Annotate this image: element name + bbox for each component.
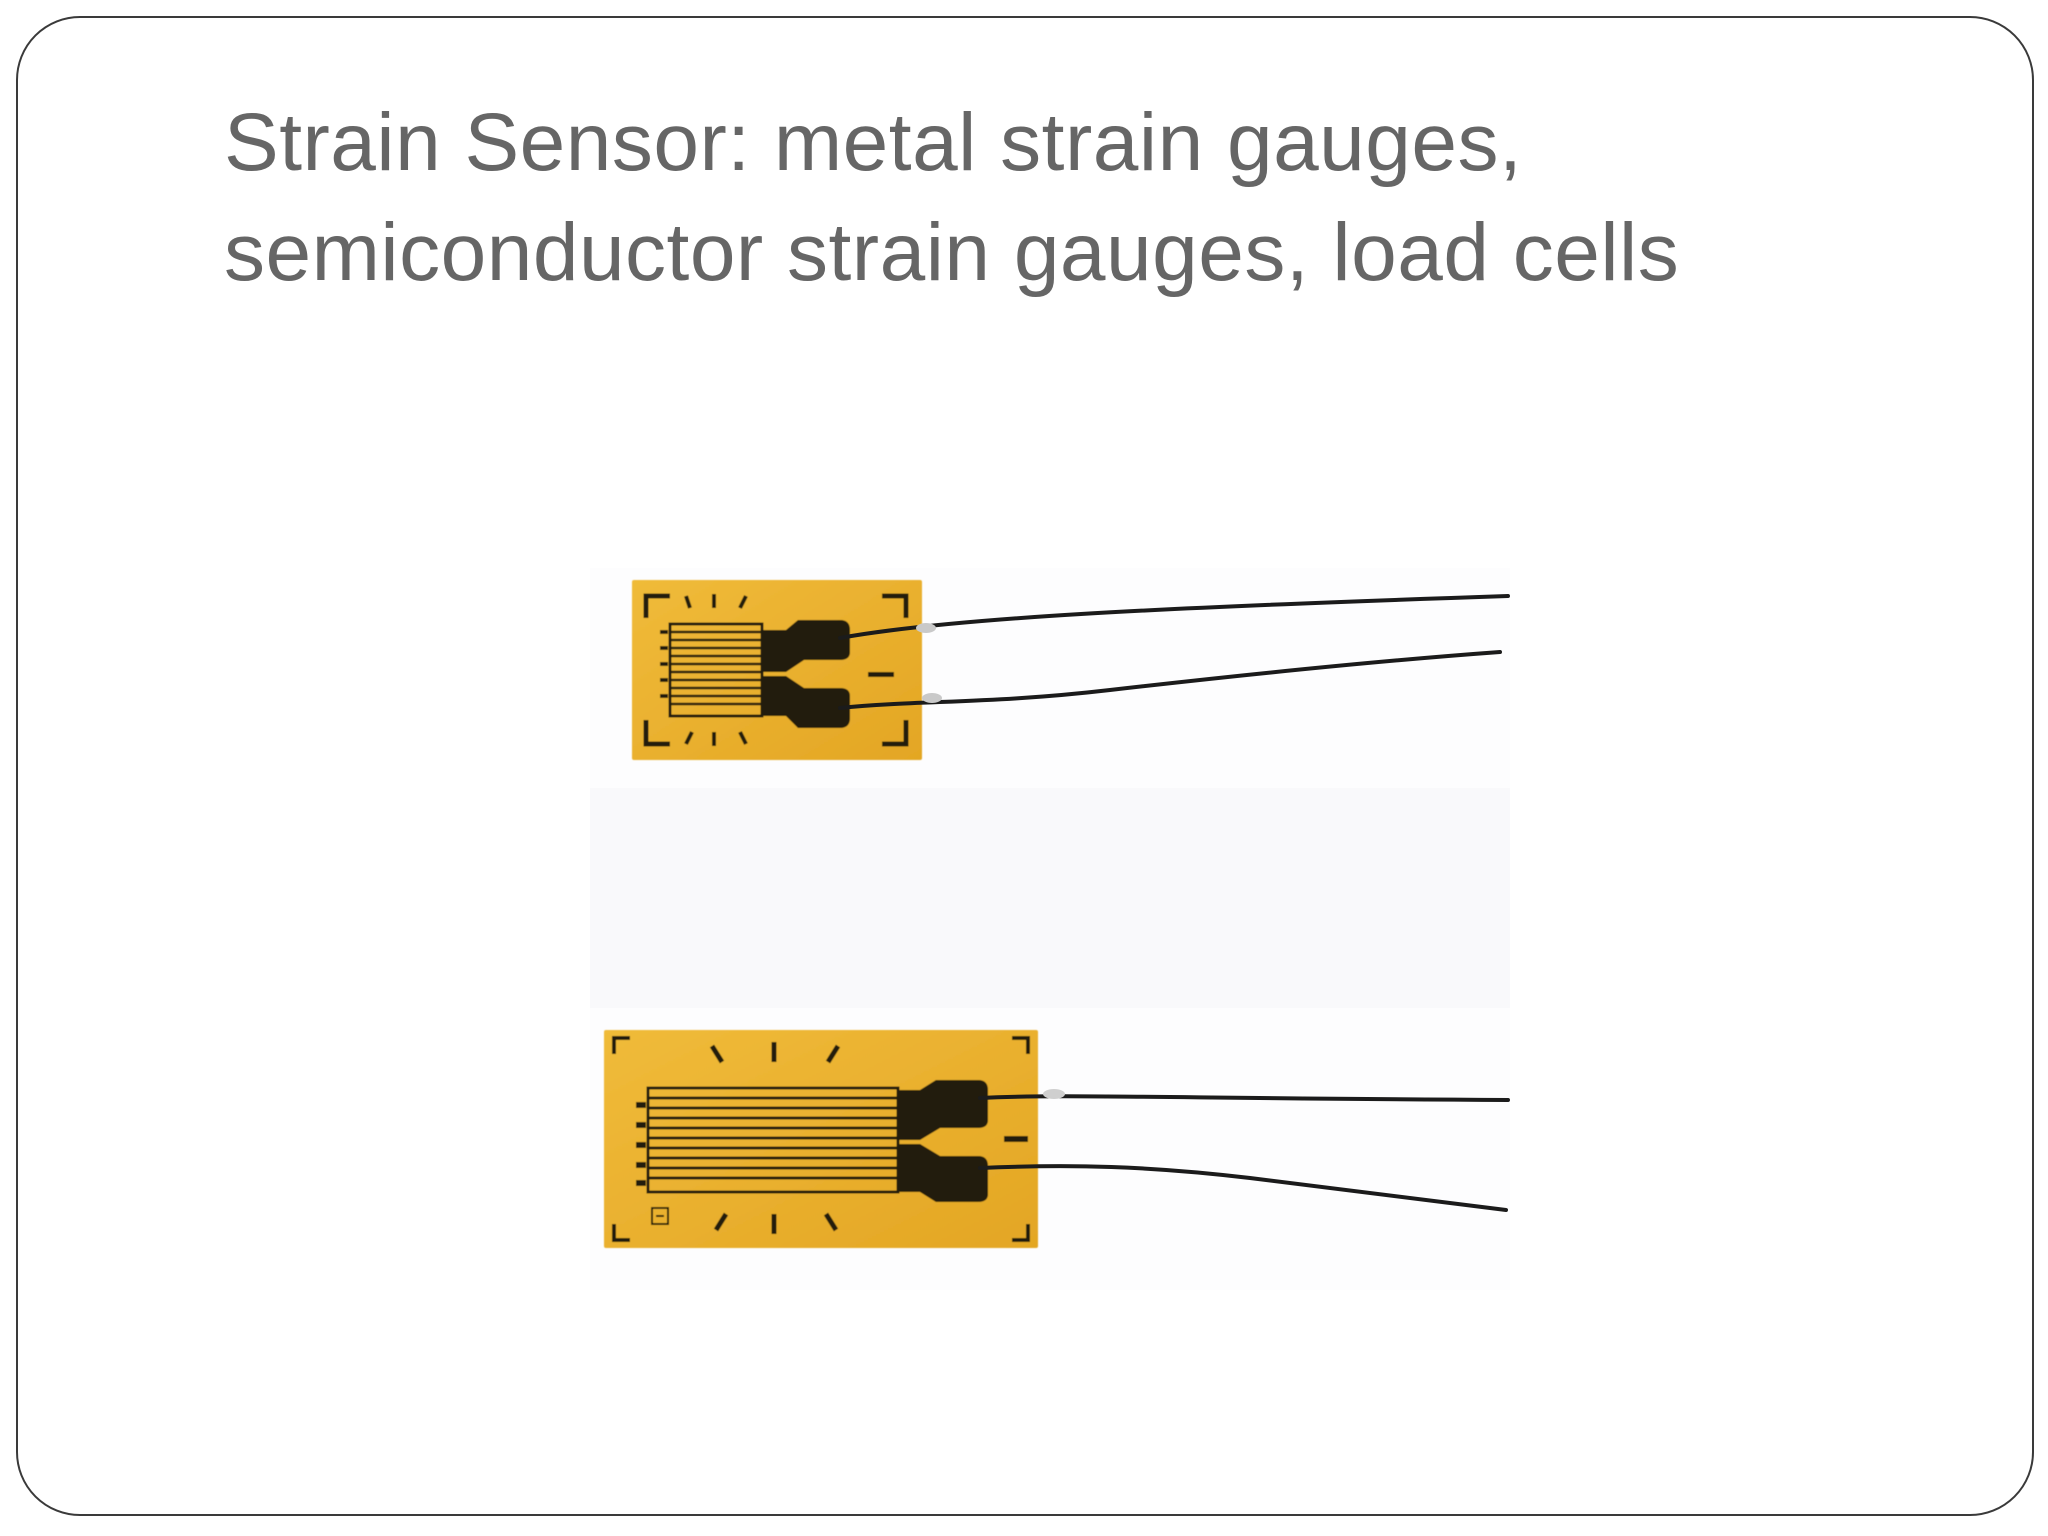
slide-title-line-2: semiconductor strain gauges, load cells	[224, 207, 1680, 298]
small-strain-gauge	[632, 580, 922, 760]
large-gauge-lead-wires	[978, 1094, 1510, 1212]
strain-gauges-photo	[590, 568, 1510, 1290]
small-gauge-lead-wires	[838, 594, 1510, 710]
slide-title-line-1: Strain Sensor: metal strain gauges,	[224, 97, 1523, 188]
large-strain-gauge	[604, 1030, 1038, 1248]
slide-title: Strain Sensor: metal strain gauges, semi…	[224, 88, 1924, 308]
